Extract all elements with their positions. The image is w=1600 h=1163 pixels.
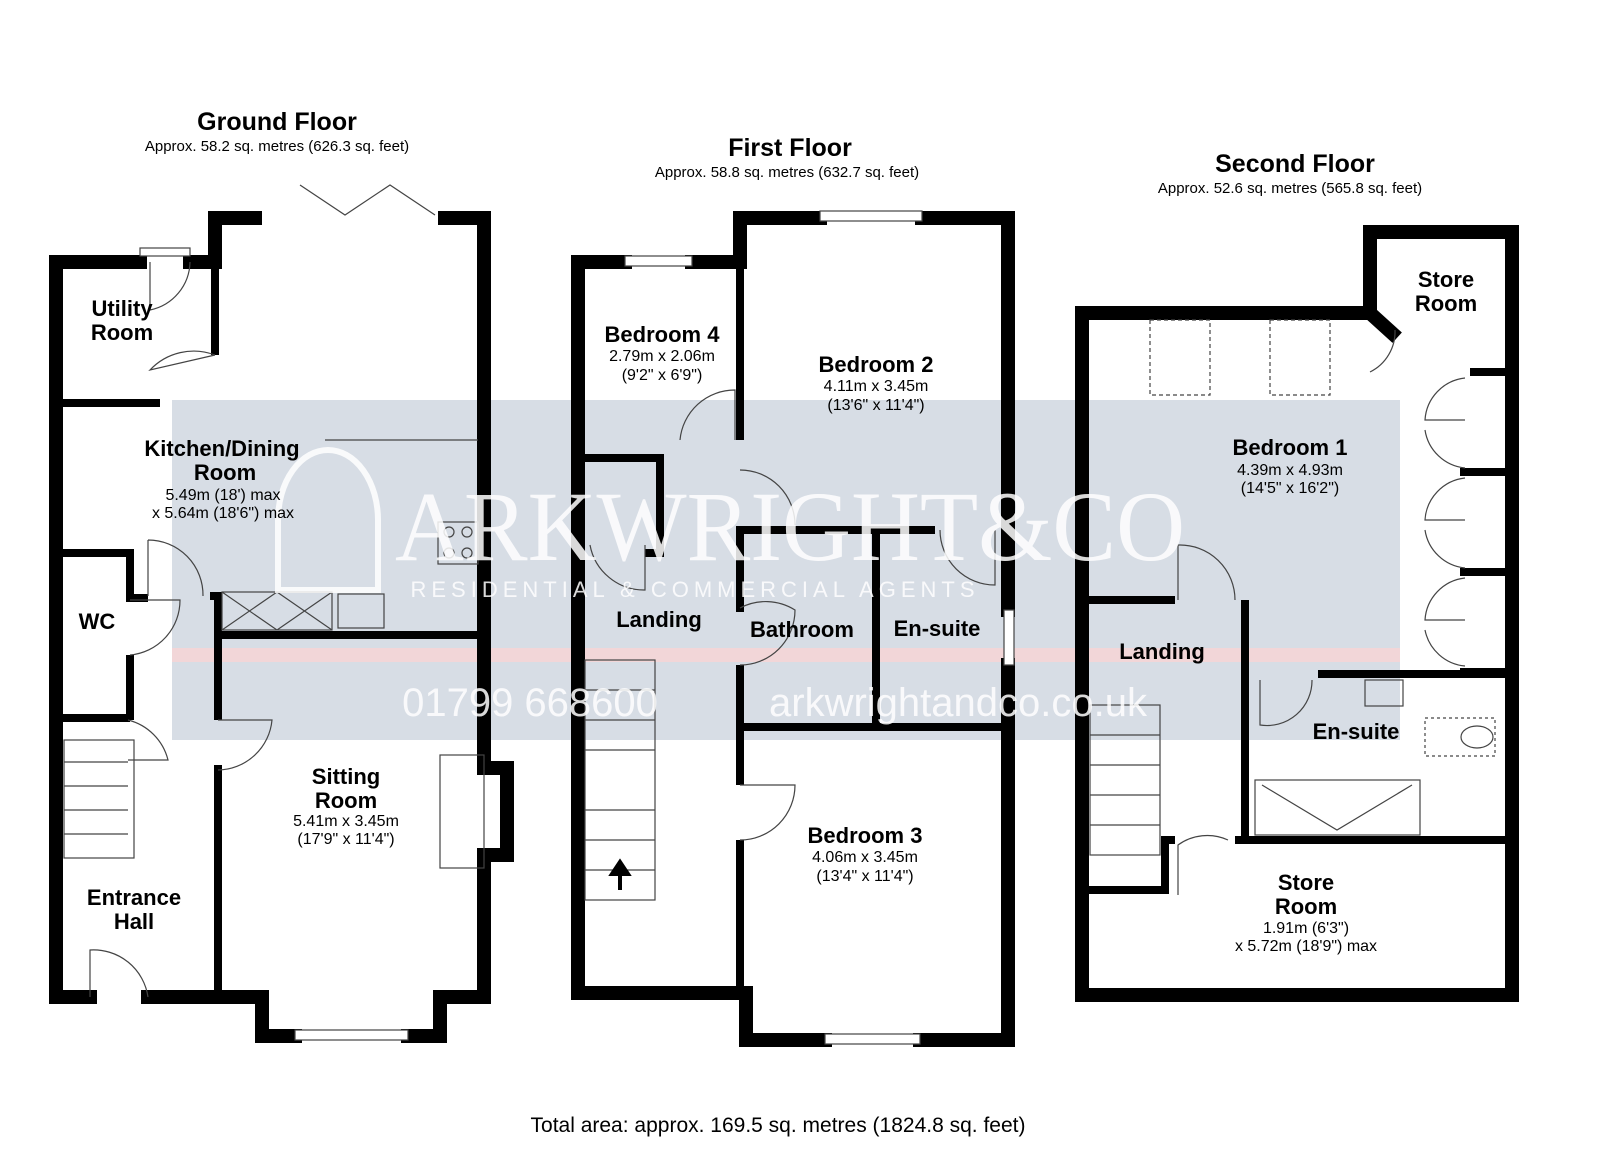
landing2-label: Landing [1119, 639, 1205, 664]
ensuite2-label: En-suite [1313, 719, 1400, 744]
bedroom4-label: Bedroom 4 [605, 322, 721, 347]
brand-logo-icon [275, 447, 381, 593]
bedroom4-dim-2: (9'2" x 6'9") [622, 367, 703, 384]
bedroom2-dim-1: 4.11m x 3.45m [824, 378, 929, 395]
bedroom1-dim-1: 4.39m x 4.93m [1237, 462, 1343, 479]
store-room-top-label: Store [1418, 267, 1474, 292]
entrance-hall-label-2: Hall [114, 909, 154, 934]
sitting-room-dim-2: (17'9" x 11'4") [297, 831, 394, 848]
bedroom2-label: Bedroom 2 [819, 352, 934, 377]
first-floor-plan [571, 210, 1015, 1047]
bedroom1-dim-2: (14'5" x 16'2") [1241, 480, 1339, 497]
room-labels: Utility Room Kitchen/Dining Room 5.49m (… [79, 267, 1477, 955]
store-room-label: Store [1278, 870, 1334, 895]
ensuite1-label: En-suite [894, 616, 981, 641]
ground-floor-title: Ground Floor [197, 108, 357, 136]
watermark-website: arkwrightandco.co.uk [769, 681, 1148, 725]
bedroom1-label: Bedroom 1 [1233, 435, 1348, 460]
utility-room-label: Utility [91, 296, 153, 321]
kitchen-dim-1: 5.49m (18') max [165, 487, 280, 504]
bedroom4-dim-1: 2.79m x 2.06m [609, 348, 715, 365]
landing1-label: Landing [616, 607, 702, 632]
store-room-top-label-2: Room [1415, 291, 1477, 316]
bedroom2-dim-2: (13'6" x 11'4") [827, 397, 924, 414]
first-floor-area: Approx. 58.8 sq. metres (632.7 sq. feet) [655, 164, 919, 181]
utility-room-label-2: Room [91, 320, 153, 345]
total-area: Total area: approx. 169.5 sq. metres (18… [531, 1114, 1026, 1137]
bedroom3-label: Bedroom 3 [808, 823, 923, 848]
bathroom-label: Bathroom [750, 617, 854, 642]
stairs-up-arrow-icon [608, 858, 632, 890]
bedroom3-dim-1: 4.06m x 3.45m [812, 849, 918, 866]
second-floor-area: Approx. 52.6 sq. metres (565.8 sq. feet) [1158, 180, 1422, 197]
sitting-room-dim-1: 5.41m x 3.45m [293, 813, 399, 830]
watermark-tagline: RESIDENTIAL & COMMERCIAL AGENTS [410, 577, 979, 602]
second-floor-title: Second Floor [1215, 150, 1375, 178]
first-floor-title: First Floor [728, 134, 852, 162]
entrance-hall-label: Entrance [87, 885, 181, 910]
second-floor-plan [1075, 225, 1519, 1002]
kitchen-dim-2: x 5.64m (18'6") max [152, 505, 294, 522]
ground-floor-plan [49, 184, 514, 1043]
sitting-room-label-2: Room [315, 788, 377, 813]
kitchen-label: Kitchen/Dining [144, 436, 299, 461]
watermark-text: ARKWRIGHT&CO RESIDENTIAL & COMMERCIAL AG… [275, 447, 1185, 725]
bedroom3-dim-2: (13'4" x 11'4") [816, 868, 913, 885]
kitchen-label-2: Room [194, 460, 256, 485]
watermark-brand: ARKWRIGHT&CO [395, 471, 1185, 582]
wc-label: WC [79, 609, 116, 634]
store-room-label-2: Room [1275, 894, 1337, 919]
ground-floor-area: Approx. 58.2 sq. metres (626.3 sq. feet) [145, 138, 409, 155]
watermark-phone: 01799 668600 [402, 681, 658, 725]
store-room-dim-2: x 5.72m (18'9") max [1235, 938, 1377, 955]
sitting-room-label: Sitting [312, 764, 380, 789]
store-room-dim-1: 1.91m (6'3") [1263, 920, 1349, 937]
